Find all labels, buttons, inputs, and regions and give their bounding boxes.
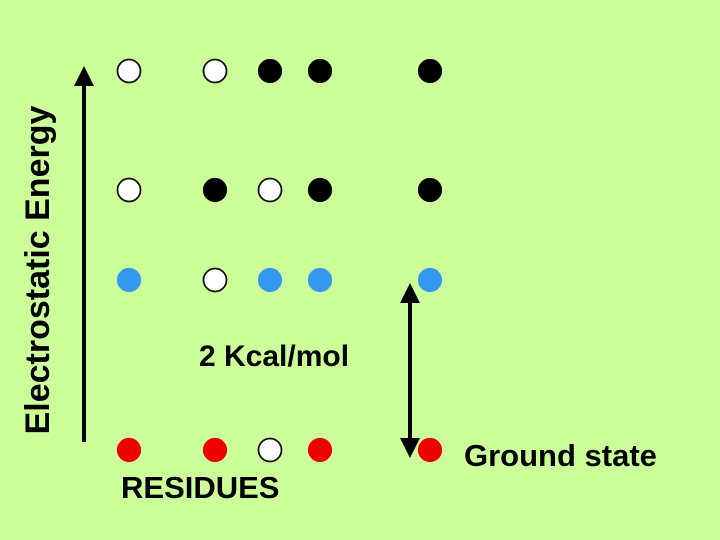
energy-level-ground: [116, 437, 443, 463]
residue-dot-second-1: [116, 177, 142, 203]
y-axis-label: Electrostatic Energy: [19, 105, 57, 435]
residue-dot-third-4: [307, 267, 333, 293]
residue-dot-top-5: [417, 58, 443, 84]
residue-dot-top-4: [307, 58, 333, 84]
residue-dot-third-1: [116, 267, 142, 293]
residue-dot-ground-2: [202, 437, 228, 463]
residue-dot-ground-5: [417, 437, 443, 463]
residue-dot-second-3: [257, 177, 283, 203]
energy-level-top: [116, 58, 443, 84]
residue-dot-second-4: [307, 177, 333, 203]
residue-dot-third-2: [202, 267, 228, 293]
residue-dot-ground-4: [307, 437, 333, 463]
x-axis-label: RESIDUES: [121, 470, 280, 505]
residue-dot-top-3: [257, 58, 283, 84]
residue-dot-top-1: [116, 58, 142, 84]
energy-gap-label: 2 Kcal/mol: [199, 340, 350, 373]
ground-state-label: Ground state: [464, 438, 657, 473]
energy-level-third: [116, 267, 443, 293]
energy-level-second: [116, 177, 443, 203]
residue-dot-ground-1: [116, 437, 142, 463]
energy-levels: [116, 58, 443, 463]
residue-dot-top-2: [202, 58, 228, 84]
residue-dot-ground-3: [257, 437, 283, 463]
residue-dot-third-5: [417, 267, 443, 293]
residue-dot-second-5: [417, 177, 443, 203]
residue-dot-second-2: [202, 177, 228, 203]
residue-dot-third-3: [257, 267, 283, 293]
